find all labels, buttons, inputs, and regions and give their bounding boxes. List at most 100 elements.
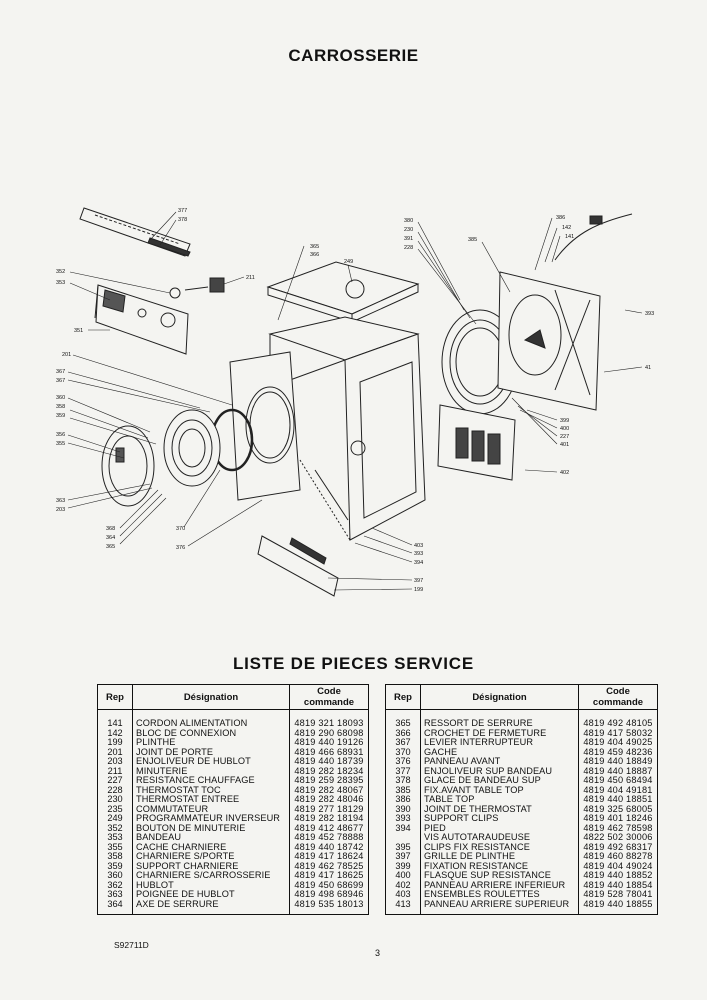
part-code-cell: 4819 450 68699 — [289, 880, 369, 890]
part-label: 360 — [56, 395, 65, 401]
part-code-cell: 4819 452 78888 — [289, 832, 369, 843]
part-code-cell: 4819 282 48046 — [289, 794, 369, 805]
part-code-cell: 4819 417 18624 — [289, 851, 369, 862]
part-label: 391 — [404, 236, 413, 242]
part-label: 367 — [56, 369, 65, 375]
part-code-cell: 4819 462 78598 — [578, 823, 658, 833]
part-code-cell: 4819 440 18887 — [578, 766, 658, 776]
table-header-row: Rep Désignation Code commande — [97, 684, 369, 710]
part-rep-cell: 141 — [97, 709, 133, 729]
part-code-cell: 4819 404 49024 — [578, 861, 658, 871]
part-code-cell: 4819 440 18852 — [578, 870, 658, 881]
part-designation-cell: RESSORT DE SERRURE — [420, 709, 579, 729]
column-header-code: Code commande — [578, 684, 658, 710]
part-label: 227 — [560, 434, 569, 440]
part-label: 203 — [56, 507, 65, 513]
part-label: 351 — [74, 328, 83, 334]
part-code-cell: 4819 450 68494 — [578, 775, 658, 786]
part-code-cell: 4819 277 18129 — [289, 804, 369, 814]
part-label: 355 — [56, 441, 65, 447]
lower-rear-plate-illustration — [437, 404, 516, 481]
cabinet-illustration — [268, 316, 426, 541]
part-label: 370 — [176, 526, 185, 532]
part-code-cell: 4819 528 78041 — [578, 889, 658, 900]
column-header-designation: Désignation — [132, 684, 290, 710]
part-code-cell: 4819 404 49181 — [578, 785, 658, 795]
part-label: 380 — [404, 218, 413, 224]
part-label: 365 — [310, 244, 319, 250]
part-code-cell: 4819 417 58032 — [578, 728, 658, 738]
part-code-cell: 4819 466 68931 — [289, 747, 369, 757]
column-header-designation: Désignation — [420, 684, 579, 710]
part-code-cell: 4819 440 18742 — [289, 842, 369, 852]
part-label: 393 — [645, 311, 654, 317]
part-label: 376 — [176, 545, 185, 551]
part-code-cell: 4819 259 28395 — [289, 775, 369, 786]
part-label: 403 — [414, 543, 423, 549]
part-code-cell: 4819 440 18855 — [578, 899, 658, 915]
part-rep-cell: 364 — [97, 899, 133, 915]
part-rep-cell: 365 — [385, 709, 421, 729]
part-code-cell: 4819 401 18246 — [578, 813, 658, 824]
part-label: 377 — [178, 208, 187, 214]
part-label: 359 — [56, 413, 65, 419]
part-label: 41 — [645, 365, 651, 371]
part-code-cell: 4819 440 19126 — [289, 737, 369, 748]
part-code-cell: 4819 440 18854 — [578, 880, 658, 890]
table-top-illustration — [266, 261, 420, 323]
page-number: 3 — [375, 948, 381, 958]
part-code-cell: 4819 282 48067 — [289, 785, 369, 795]
leader-lines — [67, 211, 643, 591]
part-label: 364 — [106, 535, 115, 541]
part-code-cell: 4819 440 18739 — [289, 756, 369, 767]
part-code-cell: 4819 417 18625 — [289, 870, 369, 881]
part-label: 386 — [556, 215, 565, 221]
parts-list-title: LISTE DE PIECES SERVICE — [232, 654, 475, 673]
part-label: 353 — [56, 280, 65, 286]
part-code-cell: 4819 282 18194 — [289, 813, 369, 824]
part-label: 378 — [178, 217, 187, 223]
part-code-cell: 4822 502 30006 — [578, 832, 658, 843]
part-code-cell: 4819 404 49025 — [578, 737, 658, 748]
part-code-cell: 4819 535 18013 — [289, 899, 369, 915]
part-label: 401 — [560, 442, 569, 448]
part-code-cell: 4819 462 78525 — [289, 861, 369, 871]
top-trim-strip-illustration — [79, 207, 191, 257]
exploded-view-diagram: 377 378 352 353 211 365 366 249 351 201 … — [56, 207, 654, 597]
part-labels: 377 378 352 353 211 365 366 249 351 201 … — [56, 208, 654, 593]
part-label: 385 — [468, 237, 477, 243]
part-code-cell: 4819 498 68946 — [289, 889, 369, 900]
part-rep-cell: 413 — [385, 899, 421, 915]
part-label: 397 — [414, 578, 423, 584]
